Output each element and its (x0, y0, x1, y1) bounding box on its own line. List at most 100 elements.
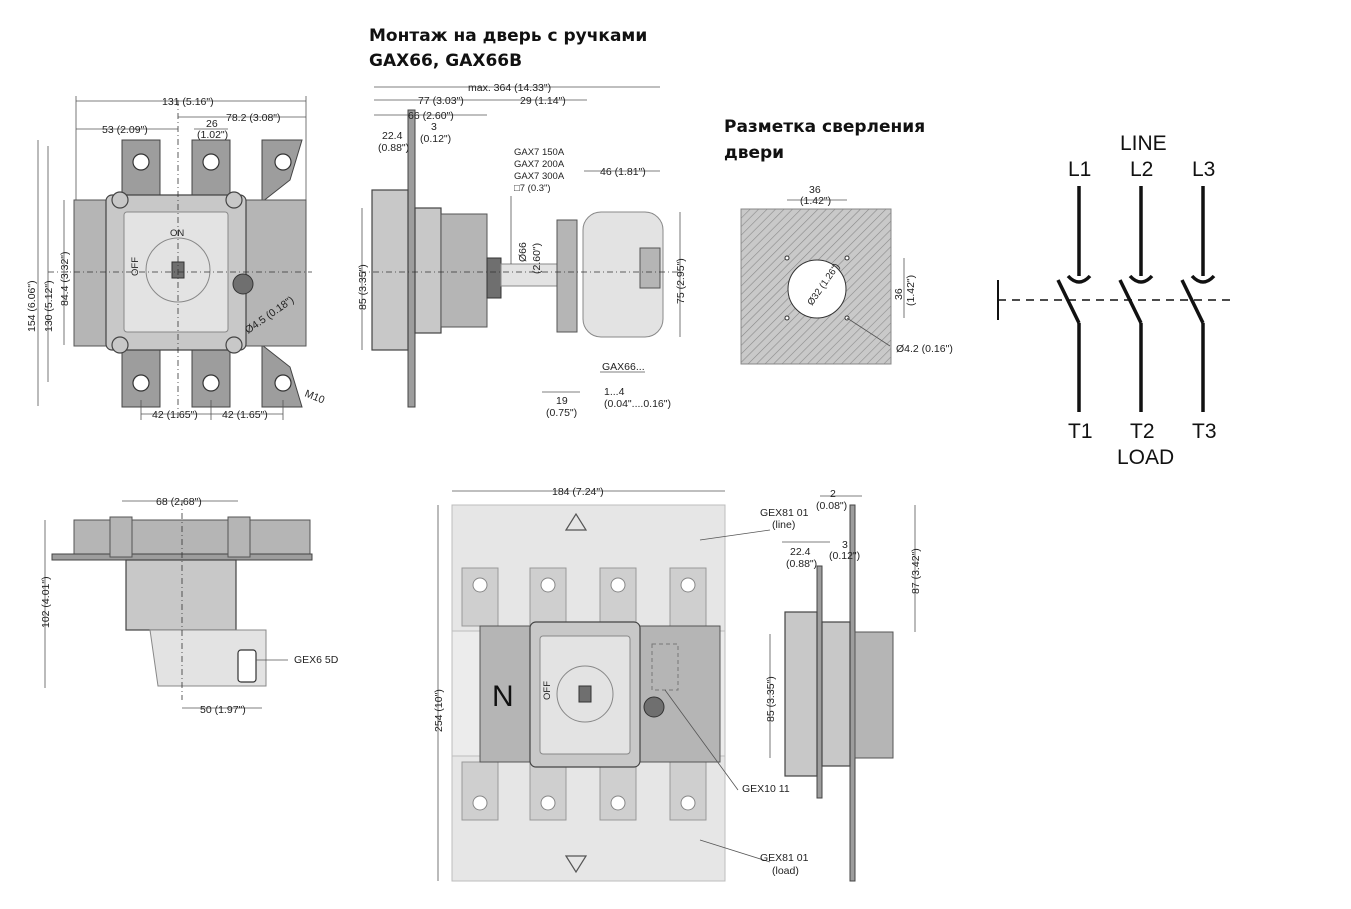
acc-off-label: OFF (542, 681, 553, 700)
gex81-line-sub: (line) (772, 519, 795, 531)
accessory-side-view: 2 (0.08") 22.4 (0.88") 3 (0.12") 87 (3.4… (765, 488, 922, 882)
dim-85: 85 (3.35") (357, 264, 369, 310)
door-mount-handles: GAX66, GAX66B (369, 51, 522, 71)
shaft-coupling (486, 257, 502, 299)
on-label: ON (170, 228, 184, 239)
dim-46: 46 (1.81") (600, 166, 646, 178)
top-slot (237, 649, 257, 683)
up-arrow-icon (564, 512, 588, 531)
gex81-load: GEX81 01 (760, 852, 809, 864)
dim-26-in: (1.02") (197, 129, 228, 141)
drilling-title: Разметка сверления (724, 117, 925, 137)
label-t2: T2 (1130, 420, 1155, 443)
dim-68: 68 (2.68") (156, 496, 202, 508)
dim-130: 130 (5.12") (43, 280, 55, 332)
terminal-hole (202, 374, 220, 392)
dim-84-4: 84.4 (3.32") (59, 251, 71, 306)
gex6-label: GEX6 5D (294, 654, 339, 666)
acc-knob-shaft (578, 685, 592, 703)
drilling-title-door: двери (724, 143, 784, 163)
top-plate (73, 519, 311, 559)
door-mount-title: Монтаж на дверь с ручками (369, 26, 647, 46)
gax7-300: GAX7 300A (514, 171, 565, 182)
terminal-hole (202, 153, 220, 171)
dim-3: 3 (842, 539, 848, 551)
dim-3-in: (0.12") (420, 133, 451, 145)
dim-50: 50 (1.97") (200, 704, 246, 716)
fixing-hole (784, 315, 790, 321)
side-view: max. 364 (14.33") 77 (3.03") 29 (1.14") … (357, 82, 687, 419)
drill-dim-36-top: 36 (809, 184, 821, 196)
n-label: N (492, 680, 514, 713)
top-boss (227, 516, 251, 558)
terminal-hole (274, 374, 292, 392)
gax7-200: GAX7 200A (514, 159, 565, 170)
dim-phi66-in: (2.60") (531, 243, 543, 274)
handle-grip (639, 247, 661, 289)
dim-75: 75 (2.95") (675, 258, 687, 304)
fixing-hole (784, 255, 790, 261)
dim-2: 2 (830, 488, 836, 500)
dim-phi66: Ø66 (517, 242, 529, 262)
line-label: LINE (1120, 132, 1167, 155)
schematic: LINE L1 L2 L3 T1 T2 T3 LOAD (997, 132, 1230, 469)
dim-1-4: 1...4 (604, 386, 625, 398)
extension-shaft (500, 263, 558, 287)
fixing-hole (844, 255, 850, 261)
drill-dim-36-side-in: (1.42") (905, 275, 917, 306)
switch-side-front (414, 207, 442, 334)
dim-254: 254 (10") (433, 689, 445, 732)
dim-42b: 42 (1.65") (222, 409, 268, 421)
dim-3: 3 (431, 121, 437, 133)
acc-dim-85: 85 (3.35") (765, 676, 777, 722)
switch-side-mech (440, 213, 488, 328)
dim-22-4: 22.4 (382, 130, 403, 142)
dim-3-in: (0.12") (829, 550, 860, 562)
label-l2: L2 (1130, 158, 1153, 181)
down-arrow-icon (564, 855, 588, 874)
mount-boss (225, 191, 243, 209)
dim-42a: 42 (1.65") (152, 409, 198, 421)
dim-26: 26 (206, 118, 218, 130)
dim-102: 102 (4.01") (40, 576, 52, 628)
terminal-top-mid (191, 139, 231, 203)
mount-boss (225, 336, 243, 354)
gex81-load-sub: (load) (772, 865, 799, 877)
acc-side-body (784, 611, 818, 777)
terminal-top-left (121, 139, 161, 203)
aux-knob (232, 273, 254, 295)
dim-154: 154 (6.06") (26, 280, 38, 332)
dim-87: 87 (3.42") (910, 548, 922, 594)
handle-body (582, 211, 664, 338)
dim-78-2: 78.2 (3.08") (226, 112, 281, 124)
terminal-hole (132, 153, 150, 171)
top-handle (149, 629, 267, 687)
off-label: OFF (130, 257, 141, 276)
dim-77: 77 (3.03") (418, 95, 464, 107)
label-l3: L3 (1192, 158, 1215, 181)
top-boss (109, 516, 133, 558)
drill-phi42: Ø4.2 (0.16") (896, 343, 953, 355)
gax7-150: GAX7 150A (514, 147, 565, 158)
acc-door-panel (816, 565, 823, 799)
top-body (125, 559, 237, 631)
mount-boss (111, 191, 129, 209)
dim-53: 53 (2.09") (102, 124, 148, 136)
acc-side-front (854, 631, 894, 759)
label-l1: L1 (1068, 158, 1091, 181)
gex10-label: GEX10 11 (742, 783, 790, 795)
gax7-square: □7 (0.3") (514, 183, 551, 194)
dim-19-in: (0.75") (546, 407, 577, 419)
top-view: 68 (2.68") 102 (4.01") 50 (1.97") GEX6 5… (40, 496, 339, 716)
gax66-label: GAX66... (602, 361, 645, 373)
dim-m10: M10 (303, 388, 327, 407)
dim-66: 66 (2.60") (408, 110, 454, 122)
dim-22-4: 22.4 (790, 546, 811, 558)
front-view: ON OFF 131 (5.16") 53 (2.09") 78.2 (3.08… (26, 96, 326, 421)
dim-2-in: (0.08") (816, 500, 847, 512)
drilling-template: 36 (1.42") 36 (1.42") Ø32 (1.26") Ø4.2 (… (740, 184, 953, 365)
drill-dim-36-side: 36 (893, 288, 905, 300)
label-t3: T3 (1192, 420, 1217, 443)
handle-door-ring (556, 219, 578, 333)
